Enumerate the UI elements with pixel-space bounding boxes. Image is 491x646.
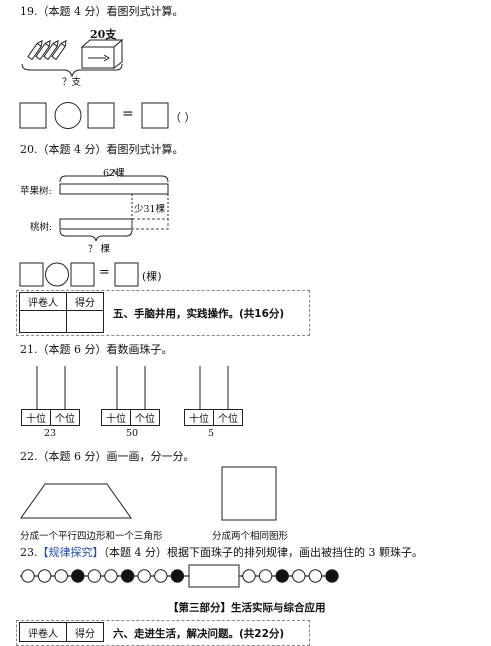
white-bead <box>37 569 52 583</box>
black-bead <box>275 569 289 583</box>
q19-box-label: 20支 <box>90 28 117 41</box>
q20-top-label: 62棵 <box>103 168 125 179</box>
q22-title: 22.（本题 6 分）画一画，分一分。 <box>20 450 195 463</box>
hidden-beads-cover <box>188 564 240 588</box>
black-bead <box>120 569 135 583</box>
white-bead <box>54 569 68 583</box>
q23-number: 23. <box>20 546 38 559</box>
white-bead <box>21 569 35 583</box>
section6-title: 六、走进生活，解决问题。(共22分) <box>113 628 285 640</box>
abacus-1-ones: 个位 <box>50 409 80 426</box>
square-shape <box>221 466 277 521</box>
q20-peach-label: 桃树: <box>30 222 53 233</box>
q19-bottom-label: ？支 <box>62 77 82 88</box>
q22-caption-left: 分成一个平行四边形和一个三角形 <box>20 531 163 542</box>
abacus-2-tens: 十位 <box>101 409 131 426</box>
black-bead <box>325 569 339 583</box>
q21-title: 21.（本题 6 分）看数画珠子。 <box>20 343 173 356</box>
trapezoid-shape <box>20 483 132 519</box>
abacus-2-ones: 个位 <box>130 409 160 426</box>
abacus-2: 十位 个位 <box>101 409 160 426</box>
q20-diff-label: 少31棵 <box>134 204 166 215</box>
white-bead <box>292 569 306 583</box>
q20-equals: = <box>99 265 110 280</box>
abacus-3-ones: 个位 <box>213 409 243 426</box>
pencil-box-icon <box>80 38 124 69</box>
white-bead <box>308 569 323 583</box>
q23-title-rest: （本题 4 分）根据下面珠子的排列规律，画出被挡住的 3 颗珠子。 <box>103 546 423 559</box>
section6-score-table: 评卷人 得分 <box>19 622 104 642</box>
q19-answer-paren[interactable]: （ ） <box>170 111 196 124</box>
black-bead <box>71 569 85 583</box>
q23-title: 23.【规律探究】（本题 4 分）根据下面珠子的排列规律，画出被挡住的 3 颗珠… <box>20 544 423 560</box>
q23-tag: 【规律探究】 <box>37 546 104 559</box>
white-bead <box>258 569 273 583</box>
section5-score-table: 评卷人 得分 <box>19 292 104 333</box>
score-header: 得分 <box>66 622 104 642</box>
grader-header: 评卷人 <box>19 622 67 642</box>
abacus-1-number: 23 <box>44 428 57 439</box>
q19-title: 19.（本题 4 分）看图列式计算。 <box>20 5 184 18</box>
grader-cell[interactable] <box>19 310 67 333</box>
score-cell[interactable] <box>66 310 104 333</box>
q20-bottom-label: ？ 棵 <box>88 244 111 255</box>
score-header: 得分 <box>66 292 104 311</box>
q20-title: 20.（本题 4 分）看图列式计算。 <box>20 143 184 156</box>
grader-header: 评卷人 <box>19 292 67 311</box>
black-bead <box>170 569 185 583</box>
pencils-icon <box>27 39 67 61</box>
section5-title: 五、手脑并用，实践操作。(共16分) <box>113 308 285 320</box>
abacus-2-number: 50 <box>126 428 139 439</box>
q22-caption-right: 分成两个相同图形 <box>212 531 289 542</box>
abacus-3-number: 5 <box>208 428 215 439</box>
white-bead <box>87 569 102 583</box>
abacus-3-tens: 十位 <box>184 409 214 426</box>
abacus-1: 十位 个位 <box>21 409 80 426</box>
abacus-3: 十位 个位 <box>184 409 243 426</box>
section6-box: 评卷人 得分 六、走进生活，解决问题。(共22分) <box>16 620 310 646</box>
q20-unit[interactable]: (棵) <box>142 270 162 283</box>
abacus-1-tens: 十位 <box>21 409 51 426</box>
white-bead <box>104 569 118 583</box>
q19-equals: = <box>122 106 134 122</box>
q20-apple-label: 苹果树: <box>20 186 52 197</box>
white-bead <box>242 569 256 583</box>
part3-heading: 【第三部分】生活实际与综合应用 <box>168 602 326 614</box>
white-bead <box>137 569 151 583</box>
white-bead <box>154 569 168 583</box>
section5-box: 评卷人 得分 五、手脑并用，实践操作。(共16分) <box>16 290 310 336</box>
